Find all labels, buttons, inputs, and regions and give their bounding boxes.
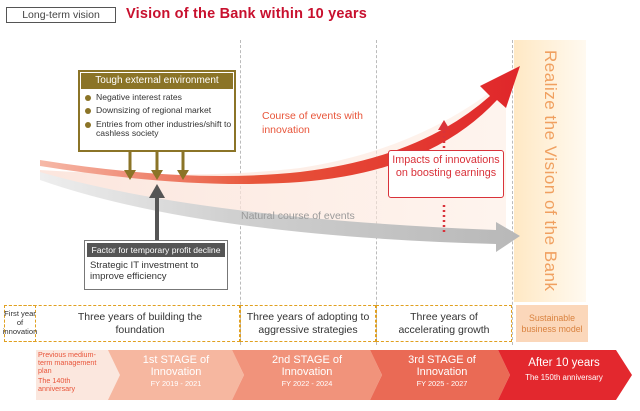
phase-3-frame bbox=[376, 305, 512, 342]
innovation-course-label: Course of events with innovation bbox=[262, 110, 363, 136]
tough-item-1: Negative interest rates bbox=[85, 92, 234, 102]
after-10-years-chevron bbox=[498, 350, 632, 400]
stage-1-name: 1st STAGE of Innovation bbox=[142, 354, 210, 378]
stage-2-name: 2nd STAGE of Innovation bbox=[271, 354, 343, 378]
tough-item-text: Negative interest rates bbox=[96, 92, 182, 102]
phase-1-label: Three years of building the foundation bbox=[77, 310, 203, 336]
stage-1-label: 1st STAGE of Innovation FY 2019 - 2021 bbox=[120, 354, 232, 389]
stage-3-name: 3rd STAGE of Innovation bbox=[408, 354, 476, 378]
realize-vision-zone: Realize the Vision of the Bank bbox=[514, 40, 586, 302]
stage-2-label: 2nd STAGE of Innovation FY 2022 - 2024 bbox=[248, 354, 366, 389]
profit-decline-factor-box: Factor for temporary profit decline Stra… bbox=[84, 240, 228, 290]
tough-environment-box: Tough external environment Negative inte… bbox=[78, 70, 236, 152]
stage-3-chevron bbox=[370, 350, 510, 400]
factor-body: Strategic IT investment to improve effic… bbox=[90, 260, 199, 283]
first-year-label: First year of innovation bbox=[2, 309, 38, 336]
bullet-icon bbox=[85, 121, 91, 128]
stage-1-chevron bbox=[108, 350, 244, 400]
sustainable-model-label: Sustainable business model bbox=[516, 305, 588, 342]
divider-3 bbox=[512, 40, 513, 345]
phase-2-frame bbox=[240, 305, 376, 342]
bullet-icon bbox=[85, 108, 91, 115]
profit-decline-arrow bbox=[149, 184, 165, 240]
tough-environment-title: Tough external environment bbox=[81, 73, 233, 89]
previous-plan-text: Previous medium-term management plan bbox=[38, 350, 97, 375]
tough-item-3: Entries from other industries/shift to c… bbox=[85, 118, 234, 139]
stage-3-label: 3rd STAGE of Innovation FY 2025 - 2027 bbox=[386, 354, 498, 389]
stage-1-fy: FY 2019 - 2021 bbox=[150, 379, 202, 389]
150th-anniversary-text: The 150th anniversary bbox=[525, 373, 603, 383]
tough-item-text: Entries from other industries/shift to c… bbox=[96, 118, 232, 139]
first-year-frame bbox=[4, 305, 36, 342]
previous-plan-label: Previous medium-term management plan The… bbox=[38, 351, 104, 393]
long-term-vision-tag: Long-term vision bbox=[6, 7, 116, 23]
140th-anniversary-text: The 140th anniversary bbox=[38, 375, 76, 393]
tough-item-2: Downsizing of regional market bbox=[85, 105, 234, 116]
phase-2-label: Three years of adopting to aggressive st… bbox=[246, 310, 370, 336]
natural-course-label: Natural course of events bbox=[241, 210, 355, 222]
phase-3-label: Three years of accelerating growth bbox=[398, 310, 490, 336]
pressure-arrows bbox=[124, 152, 189, 180]
impact-arrow bbox=[438, 120, 450, 232]
timeline-prev-chevron bbox=[36, 350, 122, 400]
stage-2-fy: FY 2022 - 2024 bbox=[281, 379, 333, 389]
after-10-years-label: After 10 years The 150th anniversary bbox=[508, 357, 620, 382]
page-title: Vision of the Bank within 10 years bbox=[126, 6, 368, 22]
impacts-box: Impacts of innovations on boosting earni… bbox=[388, 150, 504, 198]
natural-course-arrow bbox=[40, 172, 520, 252]
tough-item-text: Downsizing of regional market bbox=[96, 105, 212, 116]
stage-2-chevron bbox=[232, 350, 382, 400]
realize-vision-label: Realize the Vision of the Bank bbox=[541, 50, 561, 292]
stage-3-fy: FY 2025 - 2027 bbox=[416, 379, 468, 389]
after-10-years-name: After 10 years bbox=[528, 357, 600, 369]
bullet-icon bbox=[85, 95, 91, 101]
factor-title: Factor for temporary profit decline bbox=[87, 243, 225, 257]
timeline bbox=[36, 350, 632, 400]
